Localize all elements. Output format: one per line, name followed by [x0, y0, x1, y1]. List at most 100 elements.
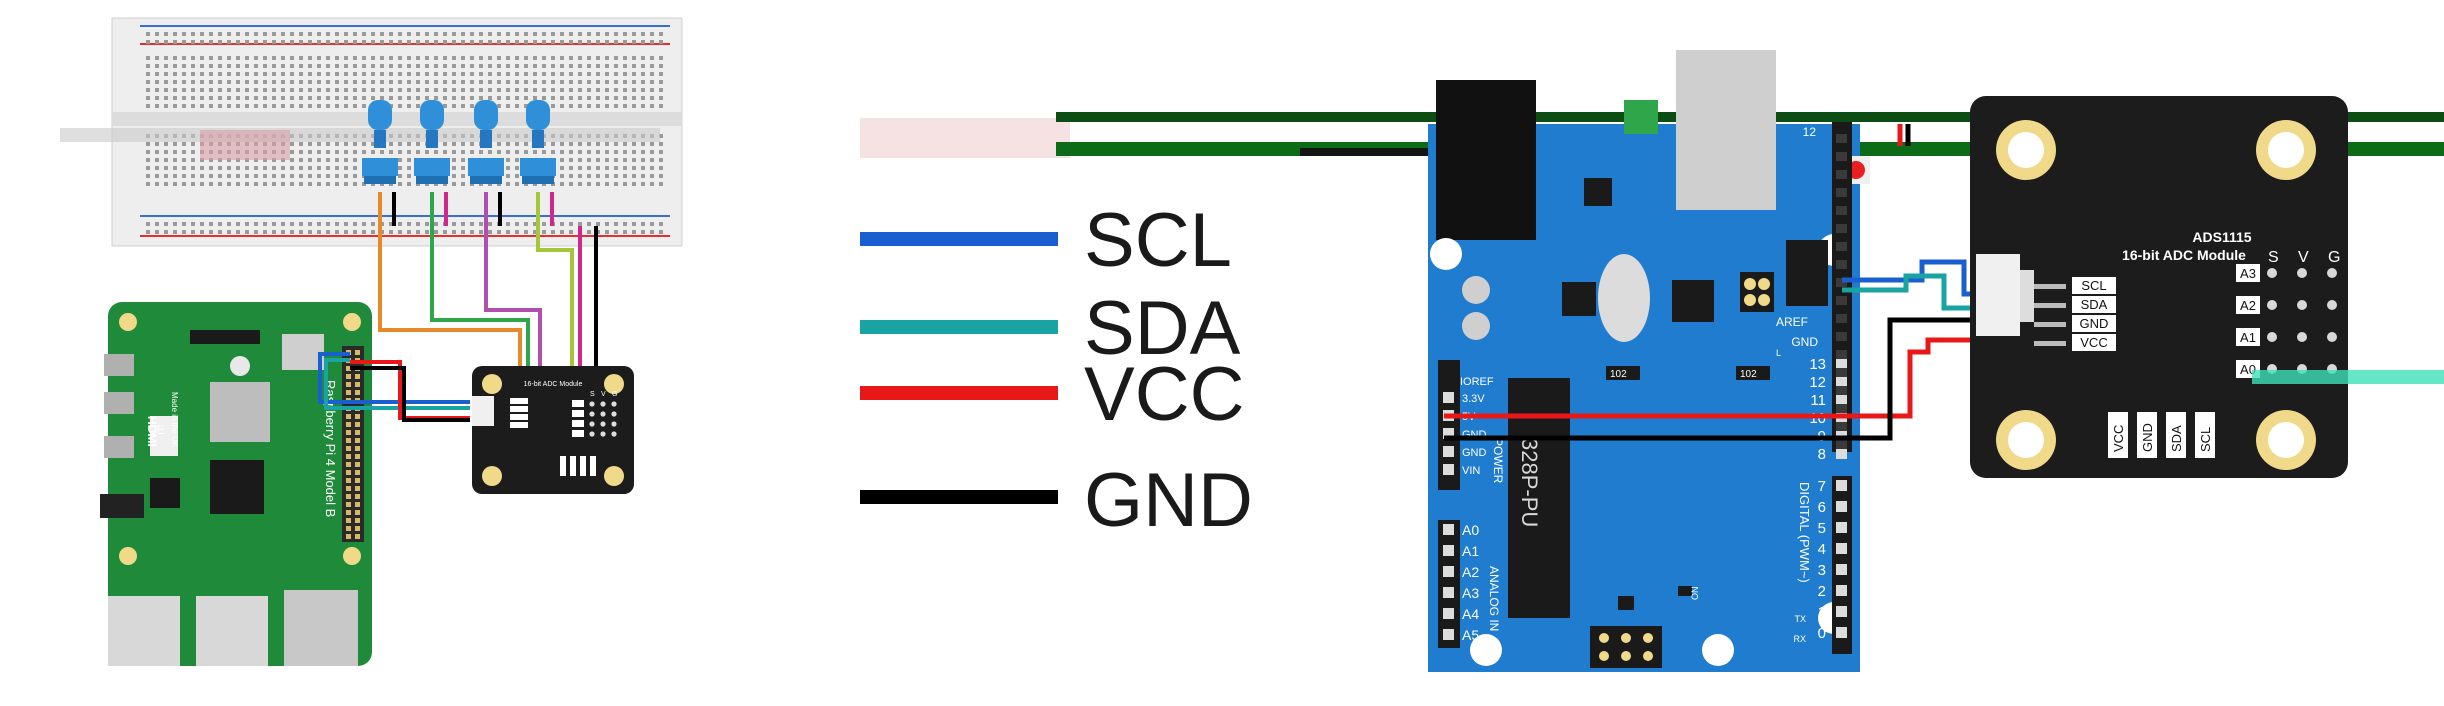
breadboard-hole — [470, 80, 474, 84]
breadboard-hole — [353, 80, 357, 84]
breadboard-hole — [326, 96, 330, 100]
breadboard-hole — [146, 174, 150, 178]
breadboard-hole — [560, 150, 564, 154]
breadboard-hole — [209, 96, 213, 100]
gpio-pin — [346, 438, 351, 443]
breadboard-hole — [245, 40, 249, 44]
breadboard-hole — [227, 104, 231, 108]
breadboard-hole — [155, 182, 159, 186]
breadboard-hole — [551, 104, 555, 108]
breadboard-hole — [452, 32, 456, 36]
ads1115-connector-lead — [2034, 284, 2066, 289]
breadboard-hole — [245, 72, 249, 76]
breadboard-hole — [452, 80, 456, 84]
breadboard-hole — [155, 32, 159, 36]
gpio-pin — [346, 446, 351, 451]
breadboard-hole — [326, 32, 330, 36]
breadboard-hole — [596, 32, 600, 36]
breadboard-hole — [605, 150, 609, 154]
breadboard-hole — [614, 230, 618, 234]
arduino-digital-pin-label: 3 — [1818, 562, 1826, 579]
breadboard-hole — [362, 142, 366, 146]
breadboard-hole — [623, 150, 627, 154]
arduino-analog-pin — [1443, 545, 1454, 556]
breadboard-hole — [344, 40, 348, 44]
gpio-pin — [355, 382, 360, 387]
breadboard-hole — [236, 230, 240, 234]
small-adc-channel-tag — [572, 400, 584, 407]
breadboard-hole — [290, 56, 294, 60]
breadboard-hole — [470, 142, 474, 146]
arduino-analog-pin — [1443, 524, 1454, 535]
breadboard-hole — [452, 150, 456, 154]
breadboard-hole — [488, 230, 492, 234]
breadboard-hole — [164, 40, 168, 44]
arduino-header-slot — [1836, 134, 1847, 143]
breadboard-hole — [434, 72, 438, 76]
breadboard-hole — [443, 142, 447, 146]
breadboard-hole — [470, 230, 474, 234]
breadboard-hole — [605, 96, 609, 100]
breadboard-hole — [164, 174, 168, 178]
breadboard-hole — [308, 182, 312, 186]
breadboard-hole — [578, 56, 582, 60]
breadboard-hole — [308, 142, 312, 146]
breadboard-hole — [623, 222, 627, 226]
breadboard-hole — [371, 230, 375, 234]
breadboard-hole — [263, 230, 267, 234]
gpio-pin — [346, 478, 351, 483]
breadboard-hole — [227, 88, 231, 92]
breadboard-hole — [389, 142, 393, 146]
breadboard-hole — [515, 40, 519, 44]
ads1115-channel-label: A0 — [2240, 362, 2256, 377]
breadboard-hole — [632, 150, 636, 154]
breadboard-hole — [353, 222, 357, 226]
breadboard-hole — [587, 158, 591, 162]
breadboard-hole — [146, 96, 150, 100]
breadboard-hole — [623, 104, 627, 108]
breadboard-hole — [641, 174, 645, 178]
breadboard-hole — [650, 174, 654, 178]
breadboard-hole — [389, 88, 393, 92]
breadboard-hole — [632, 142, 636, 146]
breadboard-hole — [452, 142, 456, 146]
breadboard-hole — [209, 40, 213, 44]
arduino-chip-label: 328P-PU — [1517, 438, 1542, 527]
breadboard-hole — [317, 166, 321, 170]
breadboard-hole — [380, 32, 384, 36]
breadboard-hole — [578, 222, 582, 226]
breadboard-hole — [632, 40, 636, 44]
breadboard-hole — [326, 88, 330, 92]
breadboard-hole — [632, 104, 636, 108]
breadboard-hole — [227, 182, 231, 186]
breadboard-hole — [227, 72, 231, 76]
wire-scl-arduino — [1842, 259, 1984, 297]
arduino-aref-label: AREF — [1776, 315, 1808, 329]
arduino-analog-pin-label: A0 — [1462, 522, 1479, 538]
breadboard-hole — [191, 104, 195, 108]
breadboard-hole — [398, 56, 402, 60]
breadboard-hole — [587, 174, 591, 178]
gpio-pin — [355, 510, 360, 515]
breadboard-hole — [479, 40, 483, 44]
breadboard-hole — [272, 104, 276, 108]
breadboard-hole — [407, 88, 411, 92]
arduino-digital-pin — [1836, 606, 1847, 617]
legend-item-gnd: GND — [860, 458, 1253, 543]
small-adc-connector-tag — [510, 422, 528, 428]
small-adc-connector-tag — [510, 406, 528, 412]
arduino-analog-pin-label: A3 — [1462, 585, 1479, 601]
breadboard-hole — [614, 72, 618, 76]
breadboard-hole — [353, 166, 357, 170]
breadboard-hole — [263, 72, 267, 76]
breadboard-hole — [587, 88, 591, 92]
breadboard-hole — [461, 72, 465, 76]
breadboard-hole — [488, 32, 492, 36]
breadboard-hole — [308, 174, 312, 178]
legend-label-vcc: VCC — [1084, 352, 1244, 437]
ads1115-channel-label: A2 — [2240, 298, 2256, 313]
breadboard-hole — [479, 80, 483, 84]
breadboard-hole — [641, 150, 645, 154]
arduino-digital-pin — [1836, 480, 1847, 491]
